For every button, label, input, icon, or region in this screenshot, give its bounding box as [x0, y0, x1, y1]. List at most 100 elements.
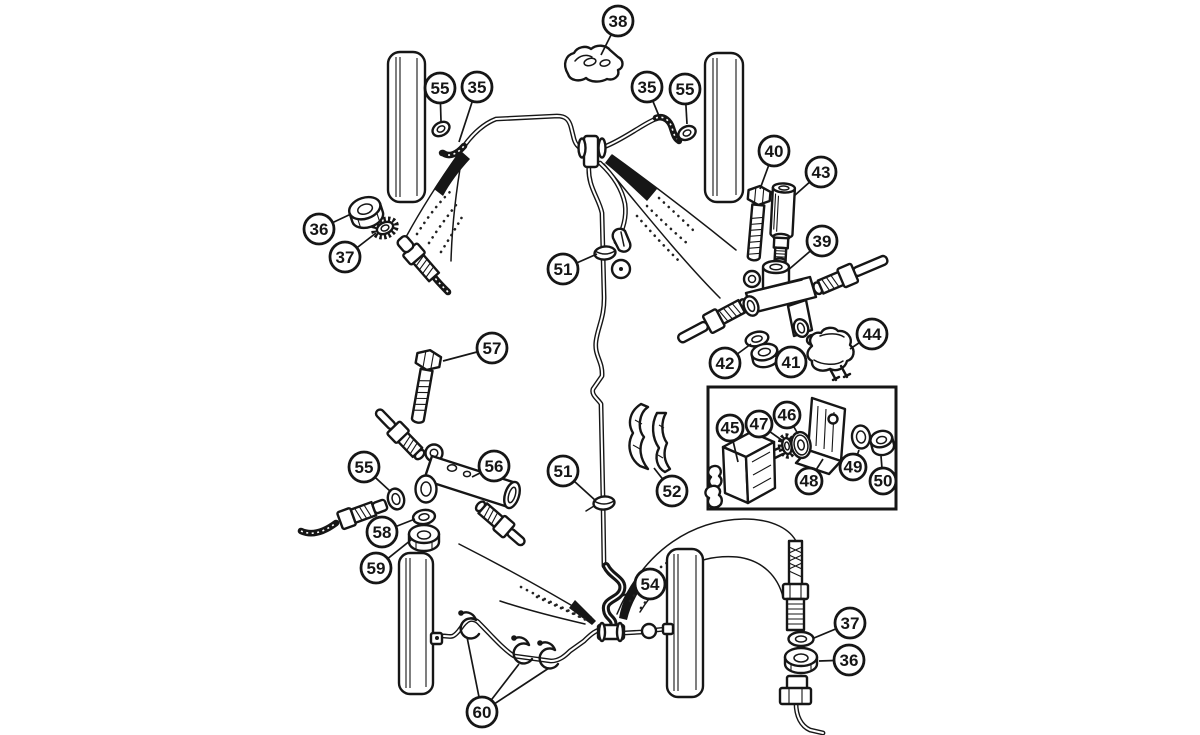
- svg-text:47: 47: [750, 415, 769, 434]
- locator-funnel-rear-center: [458, 543, 596, 625]
- callout-57: 57: [442, 331, 509, 365]
- locator-funnel-front-left: [405, 151, 470, 262]
- callout-49: 49: [838, 449, 868, 482]
- three-way-union-56: [414, 443, 521, 510]
- locknut-36-front: [348, 195, 385, 230]
- svg-text:54: 54: [641, 575, 660, 594]
- svg-text:36: 36: [840, 651, 859, 670]
- rear-hose-right: [781, 539, 810, 632]
- callout-38: 38: [600, 4, 635, 56]
- callout-37: 37: [328, 232, 377, 274]
- svg-text:58: 58: [373, 523, 392, 542]
- s-pipe-54: [601, 562, 627, 632]
- callout-39: 39: [786, 224, 839, 272]
- pipe-clips-60: [458, 610, 560, 670]
- svg-text:44: 44: [863, 325, 882, 344]
- washer-49: [850, 424, 872, 450]
- callout-56: 56: [471, 449, 511, 483]
- callout-36: 36: [818, 643, 866, 677]
- svg-text:57: 57: [483, 339, 502, 358]
- callout-55: 55: [423, 71, 457, 122]
- svg-text:45: 45: [721, 419, 740, 438]
- pipe-rear-lower: [793, 700, 826, 735]
- callout-59: 59: [359, 539, 412, 585]
- svg-text:35: 35: [638, 78, 657, 97]
- hose-washer-55-left: [431, 120, 451, 138]
- svg-text:46: 46: [778, 406, 797, 425]
- nut-36-rear: [783, 646, 819, 675]
- rear-axle-pipe: [429, 617, 675, 664]
- clip-52: [628, 402, 672, 474]
- callout-46: 46: [772, 400, 802, 435]
- connector-43: [769, 182, 797, 265]
- svg-text:41: 41: [782, 353, 801, 372]
- callout-41: 41: [774, 345, 808, 379]
- brake-hose-front-left: [438, 142, 468, 159]
- hose-washer-55-right: [677, 124, 697, 142]
- nut-59: [407, 523, 441, 553]
- svg-text:43: 43: [812, 163, 831, 182]
- frame-tube-lower-left: [397, 551, 435, 696]
- callout-37: 37: [813, 606, 867, 640]
- callout-35: 35: [630, 70, 664, 117]
- svg-text:38: 38: [609, 12, 628, 31]
- svg-text:52: 52: [663, 482, 682, 501]
- svg-text:49: 49: [844, 458, 863, 477]
- pipe-union-right-39: [812, 254, 889, 296]
- callout-50: 50: [868, 455, 898, 496]
- callout-36: 36: [302, 212, 352, 246]
- svg-text:40: 40: [765, 142, 784, 161]
- svg-text:60: 60: [473, 703, 492, 722]
- hose-washer-55-mid: [386, 487, 406, 511]
- tee-union-front: [577, 134, 607, 169]
- nut-46: [790, 430, 812, 460]
- svg-text:55: 55: [355, 458, 374, 477]
- svg-text:37: 37: [841, 614, 860, 633]
- callout-44: 44: [849, 317, 889, 351]
- washer-37-rear: [787, 630, 815, 648]
- bolt-40: [746, 184, 772, 262]
- union-rear-right: [778, 674, 813, 706]
- callout-48: 48: [794, 458, 824, 496]
- callout-55: 55: [668, 72, 702, 125]
- svg-text:51: 51: [554, 462, 573, 481]
- callout-43: 43: [793, 155, 838, 197]
- pipe-clip-38: [563, 44, 624, 83]
- svg-text:39: 39: [813, 232, 832, 251]
- front-brake-pipe: [461, 113, 664, 153]
- pipe-clip-51-lower: [585, 495, 616, 512]
- pipe-clip-51-upper: [593, 245, 617, 261]
- four-way-union-39: [742, 259, 818, 338]
- callout-51: 51: [546, 454, 597, 502]
- svg-text:56: 56: [485, 457, 504, 476]
- brake-light-switch-44: [805, 326, 855, 382]
- nut-41: [750, 342, 780, 369]
- frame-tube-upper-left: [386, 50, 427, 204]
- hose-fitting-front-left: [396, 235, 452, 296]
- pipe-union-left-39: [676, 298, 750, 344]
- main-pipe-vertical: [586, 162, 607, 569]
- pigtail-loop: [640, 622, 658, 640]
- svg-text:51: 51: [554, 260, 573, 279]
- callout-51: 51: [546, 252, 598, 286]
- svg-text:36: 36: [310, 220, 329, 239]
- clip-screw-51: [610, 227, 632, 280]
- callout-40: 40: [757, 134, 791, 190]
- rear-hose-left: [297, 498, 389, 537]
- washer-58: [411, 508, 437, 526]
- tee-union-rear: [596, 621, 626, 643]
- callout-45: 45: [715, 413, 745, 463]
- bolt-57: [410, 348, 443, 424]
- callout-52: 52: [653, 467, 689, 508]
- svg-text:35: 35: [468, 78, 487, 97]
- callout-54: 54: [621, 567, 667, 601]
- svg-text:55: 55: [431, 79, 450, 98]
- callout-60: 60: [465, 636, 550, 729]
- svg-text:59: 59: [367, 559, 386, 578]
- svg-text:50: 50: [874, 472, 893, 491]
- svg-text:37: 37: [336, 248, 355, 267]
- pipe-union-upper-56: [374, 408, 426, 461]
